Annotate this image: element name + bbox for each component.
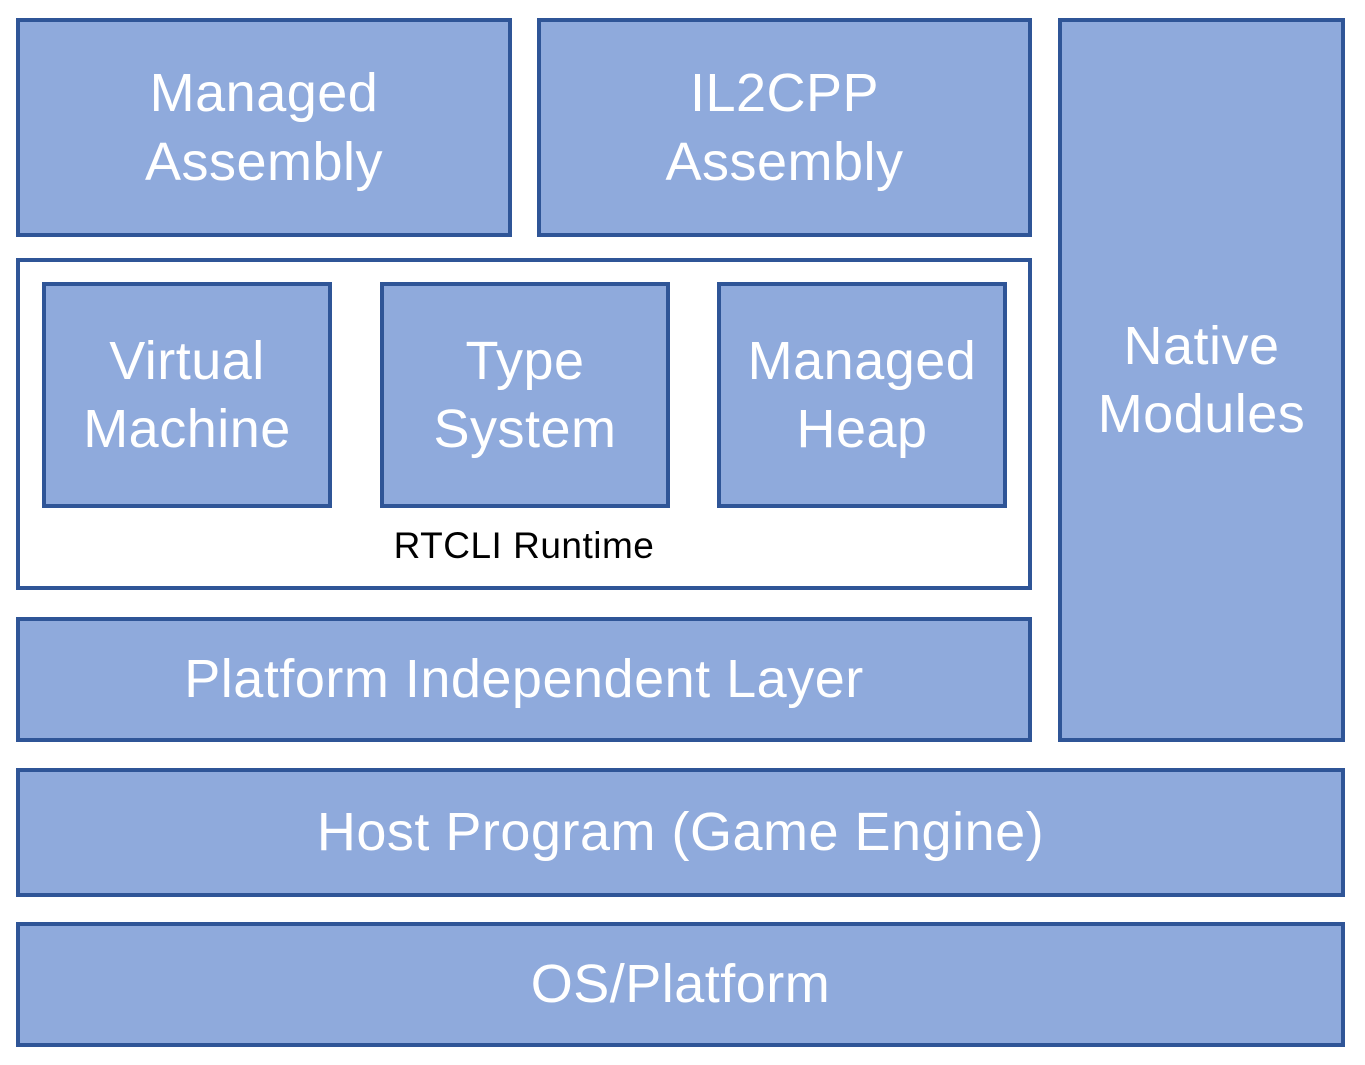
managed-assembly-label: Managed Assembly — [144, 63, 384, 192]
platform-independent-layer-label: Platform Independent Layer — [184, 649, 864, 710]
managed-assembly-box: Managed Assembly — [16, 18, 512, 237]
os-platform-box: OS/Platform — [16, 922, 1345, 1047]
virtual-machine-box: Virtual Machine — [42, 282, 332, 508]
rtcli-runtime-label: RTCLI Runtime — [393, 525, 655, 566]
type-system-label: Type System — [433, 330, 617, 459]
managed-heap-box: Managed Heap — [717, 282, 1007, 508]
il2cpp-assembly-box: IL2CPP Assembly — [537, 18, 1032, 237]
host-program-box: Host Program (Game Engine) — [16, 768, 1345, 897]
il2cpp-assembly-label: IL2CPP Assembly — [665, 63, 904, 192]
managed-heap-label: Managed Heap — [747, 330, 977, 459]
platform-independent-layer-box: Platform Independent Layer — [16, 617, 1032, 742]
rtcli-runtime-container: Virtual Machine Type System Managed Heap… — [16, 258, 1032, 590]
os-platform-label: OS/Platform — [530, 954, 831, 1015]
native-modules-box: Native Modules — [1058, 18, 1345, 742]
type-system-box: Type System — [380, 282, 670, 508]
native-modules-label: Native Modules — [1097, 315, 1306, 444]
virtual-machine-label: Virtual Machine — [83, 330, 291, 459]
host-program-label: Host Program (Game Engine) — [316, 802, 1045, 863]
